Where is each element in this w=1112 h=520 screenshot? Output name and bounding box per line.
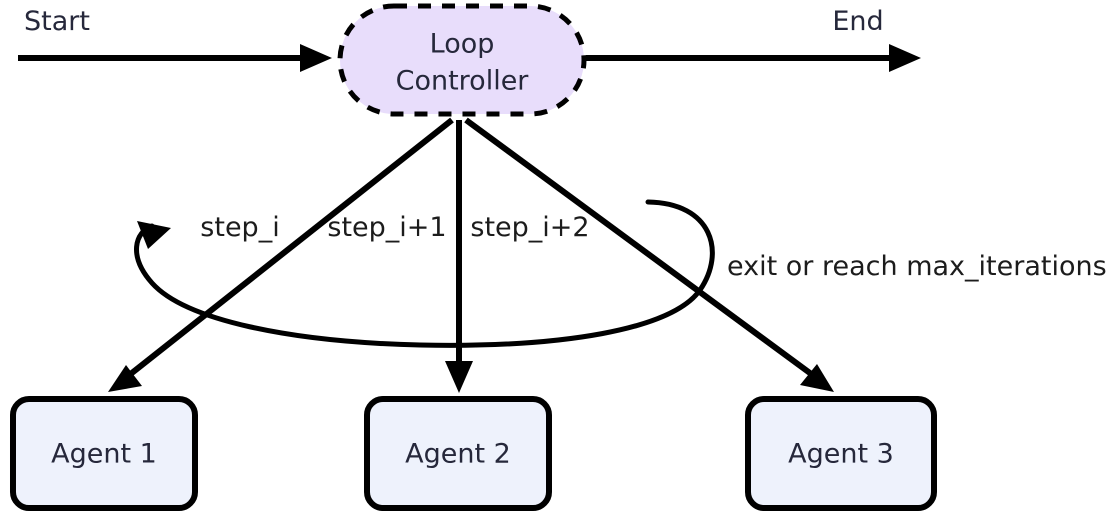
edge-start-to-controller bbox=[18, 44, 332, 72]
agent3-edge-arrowhead-icon bbox=[800, 364, 834, 392]
edge-controller-to-agent-3 bbox=[464, 117, 834, 392]
agent-2-box[interactable] bbox=[364, 396, 552, 511]
feedback-loop-path bbox=[134, 199, 715, 348]
node-agent-1[interactable]: Agent 1 bbox=[10, 396, 198, 511]
end-label: End bbox=[832, 6, 883, 37]
end-edge-arrowhead-icon bbox=[889, 44, 921, 72]
start-edge-arrowhead-icon bbox=[300, 44, 332, 72]
agent-1-box[interactable] bbox=[10, 396, 198, 511]
loop-controller-label-line2: Controller bbox=[396, 66, 530, 97]
agent3-edge-line bbox=[464, 117, 816, 379]
agent2-edge-arrowhead-icon bbox=[445, 361, 473, 393]
loop-controller-label-line1: Loop bbox=[430, 29, 495, 60]
start-label: Start bbox=[24, 6, 90, 37]
node-agent-2[interactable]: Agent 2 bbox=[364, 396, 552, 511]
edge-controller-to-agent-2 bbox=[445, 120, 473, 393]
edge-label-step-i: step_i bbox=[200, 212, 279, 243]
edge-feedback-loop bbox=[134, 199, 715, 348]
agent-3-label: Agent 3 bbox=[788, 439, 894, 470]
agent1-edge-arrowhead-icon bbox=[108, 365, 142, 392]
loop-controller-box[interactable] bbox=[337, 3, 587, 117]
feedback-loop-arrowhead-icon bbox=[137, 221, 171, 249]
node-loop-controller[interactable]: Loop Controller bbox=[337, 3, 587, 117]
agent-1-label: Agent 1 bbox=[51, 439, 157, 470]
edge-controller-to-end bbox=[586, 44, 921, 72]
edge-label-step-i-plus-1: step_i+1 bbox=[327, 212, 446, 243]
node-agent-3[interactable]: Agent 3 bbox=[745, 396, 937, 511]
agent-2-label: Agent 2 bbox=[405, 439, 511, 470]
edge-label-step-i-plus-2: step_i+2 bbox=[470, 212, 589, 243]
agent-3-box[interactable] bbox=[745, 396, 937, 511]
agent1-edge-line bbox=[126, 117, 454, 379]
edge-controller-to-agent-1 bbox=[108, 117, 454, 392]
edge-label-feedback-condition: exit or reach max_iterations ? bbox=[727, 251, 1112, 282]
